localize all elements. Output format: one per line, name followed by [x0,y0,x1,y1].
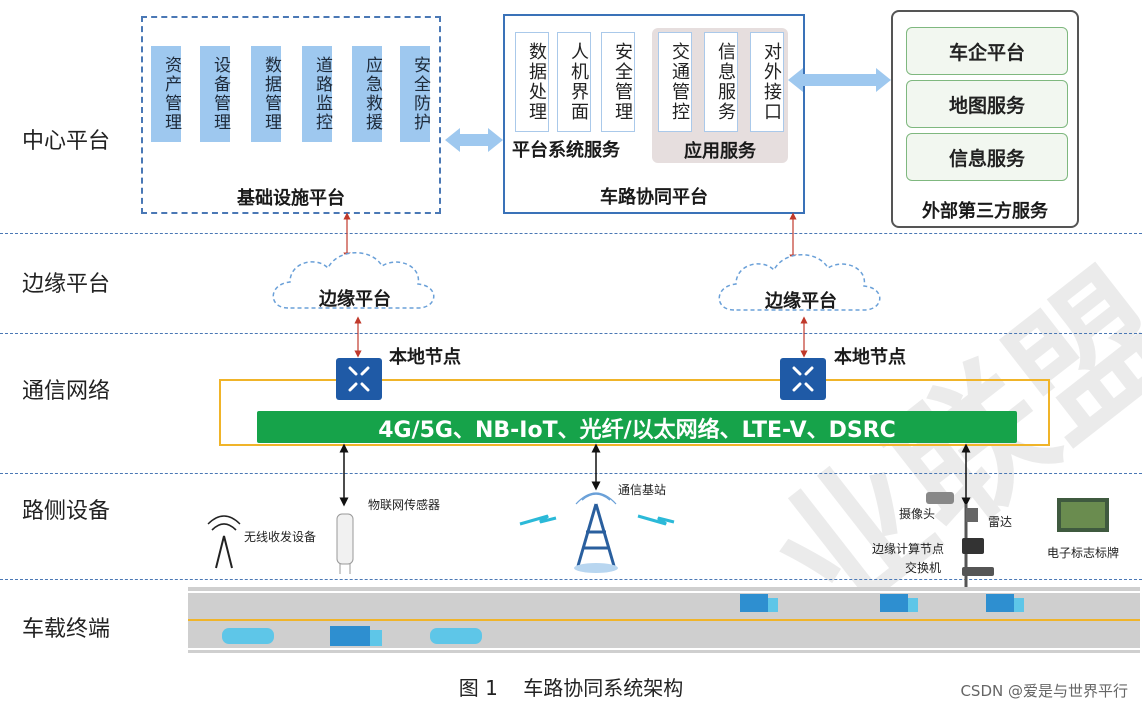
device-label-radar: 雷达 [988,515,1013,529]
edge-cloud-label-left: 边缘平台 [319,289,391,310]
v2x-platform-box [503,14,805,214]
device-label-switch: 交换机 [905,561,942,575]
vehicle-truck-4 [986,594,1024,612]
roadside-pole-icon [926,492,994,600]
network-bar-text: 4G/5G、NB-IoT、光纤/以太网络、LTE-V、DSRC [378,418,896,443]
app-item-info: 信息服务 [704,32,738,132]
separator-1 [0,233,1142,234]
vehicle-truck-1 [330,626,382,646]
infra-item-security: 安全防护 [400,46,430,142]
cloud-left [272,252,435,309]
network-bar [257,411,1017,443]
local-node-icon-left [336,358,382,400]
signal-flash-right [637,514,675,526]
row-label-edge: 边缘平台 [22,272,111,297]
separator-3 [0,473,1142,474]
infra-item-road: 道路监控 [302,46,332,142]
vehicle-truck-3 [880,594,918,612]
iot-sensor-icon [336,513,354,574]
external-services-box [891,10,1079,228]
double-arrow-v2x-external [788,68,891,92]
sys-item-data: 数据处理 [515,32,549,132]
system-service-title: 平台系统服务 [512,140,620,161]
figure-caption: 图 1 车路协同系统架构 [458,676,684,700]
app-service-title: 应用服务 [684,141,756,162]
signal-flash-left [519,514,557,526]
row-label-roadside: 路侧设备 [22,499,111,524]
device-label-edgecompute: 边缘计算节点 [872,542,945,556]
vehicle-car-1 [222,628,274,644]
external-item-info: 信息服务 [906,133,1068,181]
infra-platform-box [141,16,441,214]
v2x-platform-title: 车路协同平台 [600,187,708,208]
double-arrow-infra-v2x [445,128,503,152]
infra-item-device: 设备管理 [200,46,230,142]
external-item-automaker: 车企平台 [906,27,1068,75]
device-label-base: 通信基站 [618,483,667,497]
wireless-device-icon [207,515,241,569]
separator-4 [0,579,1142,580]
network-frame [219,379,1050,446]
row-label-center: 中心平台 [22,129,111,154]
local-node-label-right: 本地节点 [834,347,906,368]
infra-item-data: 数据管理 [251,46,281,142]
external-services-title: 外部第三方服务 [922,201,1048,222]
infra-platform-title: 基础设施平台 [237,188,345,209]
row-label-comm: 通信网络 [22,379,111,404]
watermark-credit: CSDN @爱是与世界平行 [960,682,1128,700]
edge-cloud-label-right: 边缘平台 [765,291,837,312]
infra-item-emergency: 应急救援 [352,46,382,142]
row-label-vehicle: 车载终端 [22,617,111,642]
cloud-right [718,254,881,311]
sys-item-security: 安全管理 [601,32,635,132]
device-label-iot: 物联网传感器 [368,498,441,512]
electronic-sign-icon [1057,498,1109,532]
local-node-icon-right [780,358,826,400]
device-label-sign: 电子标志标牌 [1047,546,1120,560]
sys-item-hmi: 人机界面 [557,32,591,132]
device-label-camera: 摄像头 [899,507,936,521]
local-node-label-left: 本地节点 [389,347,461,368]
separator-2 [0,333,1142,334]
app-item-traffic: 交通管控 [658,32,692,132]
device-label-wireless: 无线收发设备 [244,530,317,544]
external-item-map: 地图服务 [906,80,1068,128]
vehicle-car-2 [430,628,482,644]
base-station-icon [574,492,618,573]
vehicle-truck-2 [740,594,778,612]
app-item-interface: 对外接口 [750,32,784,132]
infra-item-asset: 资产管理 [151,46,181,142]
